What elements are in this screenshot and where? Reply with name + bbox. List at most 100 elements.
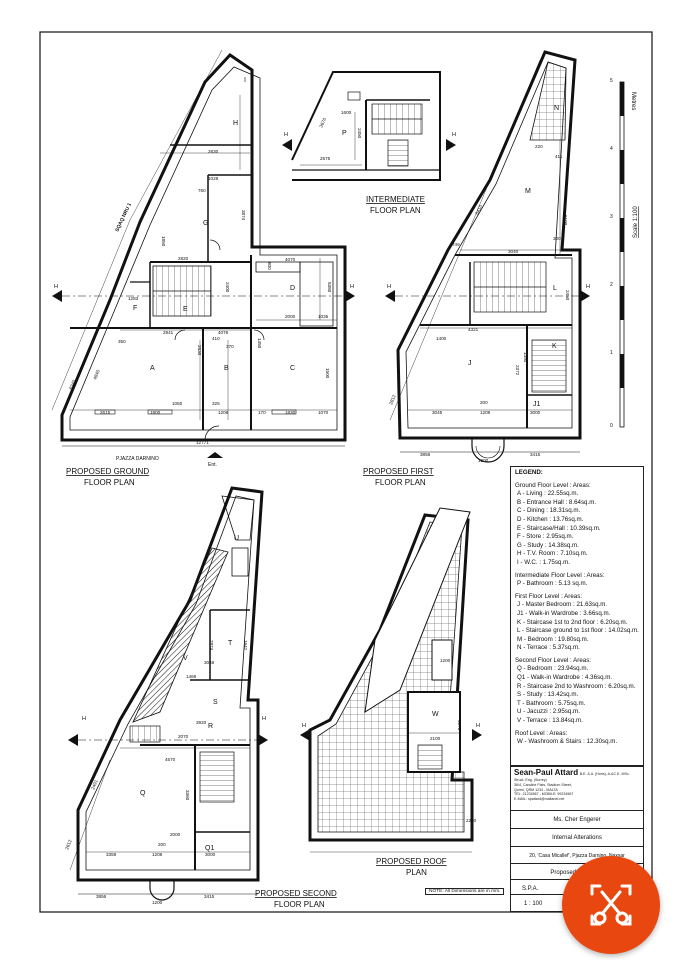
dimension: 350	[118, 339, 126, 344]
legend-heading: Second Floor Level : Areas:	[515, 656, 592, 664]
legend-heading: Intermediate Floor Level : Areas:	[515, 571, 605, 579]
street-side-label: SQAQ NRU 1	[114, 202, 133, 233]
dimension: 325	[212, 401, 220, 406]
dimension: 410	[212, 336, 220, 341]
dimension: 2000	[285, 314, 296, 319]
firm-email: E-MAIL: spattard@maltanet.net	[514, 796, 565, 801]
scale-tick: 1	[610, 350, 613, 356]
dimension: 4840	[92, 369, 101, 381]
dimension: 1283	[128, 296, 139, 301]
dimension: 1208	[152, 852, 163, 857]
second-plan-title: FLOOR PLAN	[274, 900, 325, 909]
dimension: 4070	[285, 257, 296, 262]
dimension: 200	[480, 400, 488, 405]
dimension: 3045	[432, 410, 443, 415]
section-mark-label: H	[586, 284, 590, 290]
section-mark-label: H	[387, 284, 391, 290]
section-mark-label: H	[476, 723, 480, 729]
dimension: 3415	[204, 894, 215, 899]
drawing-scale: 1 : 100	[524, 901, 543, 907]
scale-tick: 2	[610, 282, 613, 288]
legend-heading: First Floor Level : Areas:	[515, 592, 583, 600]
legend-item: J1 - Walk-in Wardrobe : 3.66sq.m.	[517, 609, 611, 617]
legend-item: T - Bathroom : 5.75sq.m.	[517, 699, 586, 707]
section-mark-label: H	[350, 284, 354, 290]
legend-section: Ground Floor Level : Areas: A - Living :…	[515, 482, 639, 568]
dimension: 1830	[285, 410, 296, 415]
dimension: 12771	[196, 440, 209, 445]
second-floor-plan	[69, 486, 264, 901]
room-label: T	[228, 640, 233, 647]
dimension: 411	[555, 154, 563, 159]
dimension: 2100	[430, 736, 441, 741]
dimension: 2941	[163, 330, 174, 335]
dimension: 6676	[457, 720, 462, 731]
legend-item: D - Kitchen : 13.76sq.m.	[517, 515, 584, 523]
legend-item: Q1 - Walk-in Wardrobe : 4.36sq.m.	[517, 674, 613, 682]
room-label: S	[213, 699, 218, 706]
section-marker	[345, 290, 355, 302]
legend-item: B - Entrance Hall : 8.64sq.m.	[517, 498, 597, 506]
dimension: 1500	[325, 368, 330, 379]
first-floor-plan	[389, 50, 582, 463]
dimension: 3415	[530, 452, 541, 457]
room-label: C	[290, 365, 295, 372]
room-label: G	[203, 220, 208, 227]
legend-section: First Floor Level : Areas: J - Master Be…	[515, 593, 639, 653]
room-label: E	[183, 306, 188, 313]
legend-item: G - Study : 14.38sq.m.	[517, 541, 579, 549]
dimension: 1200	[152, 900, 163, 905]
room-label: M	[525, 188, 531, 195]
section-marker	[52, 290, 62, 302]
room-label: U	[234, 535, 239, 542]
room-label: Q	[140, 790, 146, 797]
legend-section: Intermediate Floor Level : Areas: P - Ba…	[515, 572, 639, 589]
room-label: I	[244, 77, 246, 84]
legend-title: LEGEND:	[515, 469, 543, 476]
dimension: 1800	[150, 410, 161, 415]
dimension: 1350	[523, 352, 528, 363]
dimension: 6410	[474, 204, 483, 216]
dimension: 3874	[241, 210, 246, 221]
room-label: L	[553, 285, 557, 292]
dimension: 800	[267, 262, 272, 270]
legend-item: M - Bedroom : 19.80sq.m.	[517, 635, 589, 643]
legend-section: Roof Level : Areas: W - Washroom & Stair…	[515, 730, 639, 747]
room-label: F	[133, 305, 137, 312]
dimension: 3920	[196, 720, 207, 725]
dimension: 3000	[530, 410, 541, 415]
roof-plan-title: PROPOSED ROOF	[376, 857, 447, 866]
legend-section: Second Floor Level : Areas: Q - Bedroom …	[515, 657, 639, 726]
dimension: 4570	[165, 757, 176, 762]
cut-selection-button[interactable]	[562, 856, 660, 954]
dimension: 2612	[64, 839, 73, 851]
legend-item: Q - Bedroom : 23.94sq.m.	[517, 665, 589, 673]
dimension: 300	[553, 236, 561, 241]
dimension: 1208	[480, 410, 491, 415]
dimension: 1200	[440, 658, 451, 663]
firm-address-2: Qormi, QRM 1234 - MALTA	[514, 787, 558, 792]
entrance-label: Ent.	[208, 462, 217, 468]
dimension: 5380	[327, 282, 332, 293]
section-mark-label: H	[302, 723, 306, 729]
dimension: 220	[535, 144, 543, 149]
scale-bar	[619, 81, 625, 428]
legend-item: F - Store : 2.95sq.m.	[517, 533, 574, 541]
ground-plan-title: PROPOSED GROUND	[66, 467, 149, 476]
dimension: 3856	[420, 452, 431, 457]
room-label: K	[552, 343, 557, 350]
dimension: 370	[226, 344, 234, 349]
section-mark-label: H	[54, 284, 58, 290]
entrance-arrow	[207, 452, 223, 458]
dimension: 2820	[178, 256, 189, 261]
ground-plan-title: FLOOR PLAN	[84, 478, 135, 487]
dimension: 6340	[68, 379, 77, 391]
legend-heading: Roof Level : Areas:	[515, 729, 568, 737]
room-label: R	[208, 723, 213, 730]
dimension: 1850	[161, 236, 166, 247]
dimension: 1208	[218, 410, 229, 415]
title-block-firm: Sean-Paul Attard B.E. & A. (Hons), A.&C.…	[511, 767, 643, 811]
dimension: 2830	[197, 345, 202, 356]
client-name: Ms. Cher Engerer	[553, 817, 601, 823]
